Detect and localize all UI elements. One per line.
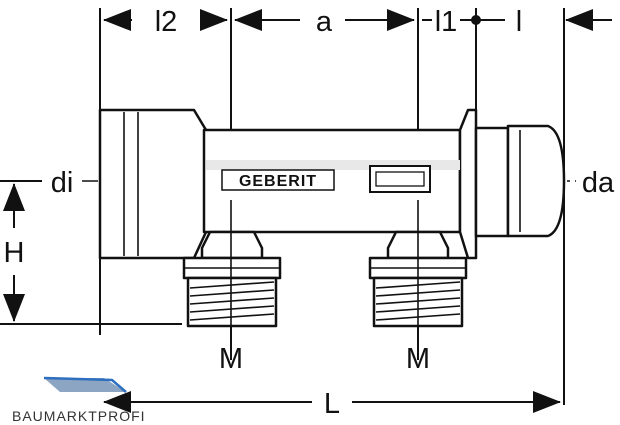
outlet-left-threads bbox=[189, 281, 275, 321]
thread-line bbox=[189, 289, 275, 297]
h-dimension bbox=[0, 180, 182, 325]
dim-label-m-right: M bbox=[406, 343, 430, 375]
dim-label-l: l bbox=[516, 6, 522, 38]
brand-frame bbox=[221, 169, 335, 191]
dim-label-di: di bbox=[51, 167, 74, 199]
dim-label-da: da bbox=[582, 167, 615, 199]
fitting-body bbox=[98, 108, 566, 260]
right-connector bbox=[474, 126, 510, 238]
watermark-text: BAUMARKTPROFI bbox=[12, 408, 146, 424]
watermark-swoosh bbox=[43, 376, 127, 393]
watermark-logo-shape bbox=[44, 378, 126, 392]
pipe-shading bbox=[206, 160, 460, 170]
right-nut bbox=[506, 124, 566, 238]
dimension-dot bbox=[471, 15, 481, 25]
outlet-left bbox=[182, 230, 282, 328]
label-window-inner bbox=[375, 171, 425, 187]
right-flange bbox=[458, 108, 478, 260]
label-window bbox=[369, 165, 431, 193]
brand-plate: GEBERIT bbox=[221, 169, 335, 191]
left-socket bbox=[98, 108, 208, 260]
watermark: BAUMARKTPROFI bbox=[12, 376, 146, 424]
brand-logo: GEBERIT bbox=[239, 173, 317, 190]
dim-label-length: L bbox=[324, 388, 340, 420]
dim-label-m-left: M bbox=[219, 343, 243, 375]
outlet-left-collar bbox=[200, 230, 264, 260]
dim-label-l1: l1 bbox=[435, 6, 458, 38]
dim-label-l2: l2 bbox=[155, 6, 178, 38]
thread-line bbox=[189, 297, 275, 305]
thread-line bbox=[189, 281, 275, 289]
dim-label-h: H bbox=[4, 237, 25, 269]
thread-line bbox=[189, 305, 275, 313]
dim-label-a: a bbox=[316, 6, 333, 38]
thread-line bbox=[189, 313, 275, 321]
outlet-left-thread bbox=[186, 276, 278, 328]
